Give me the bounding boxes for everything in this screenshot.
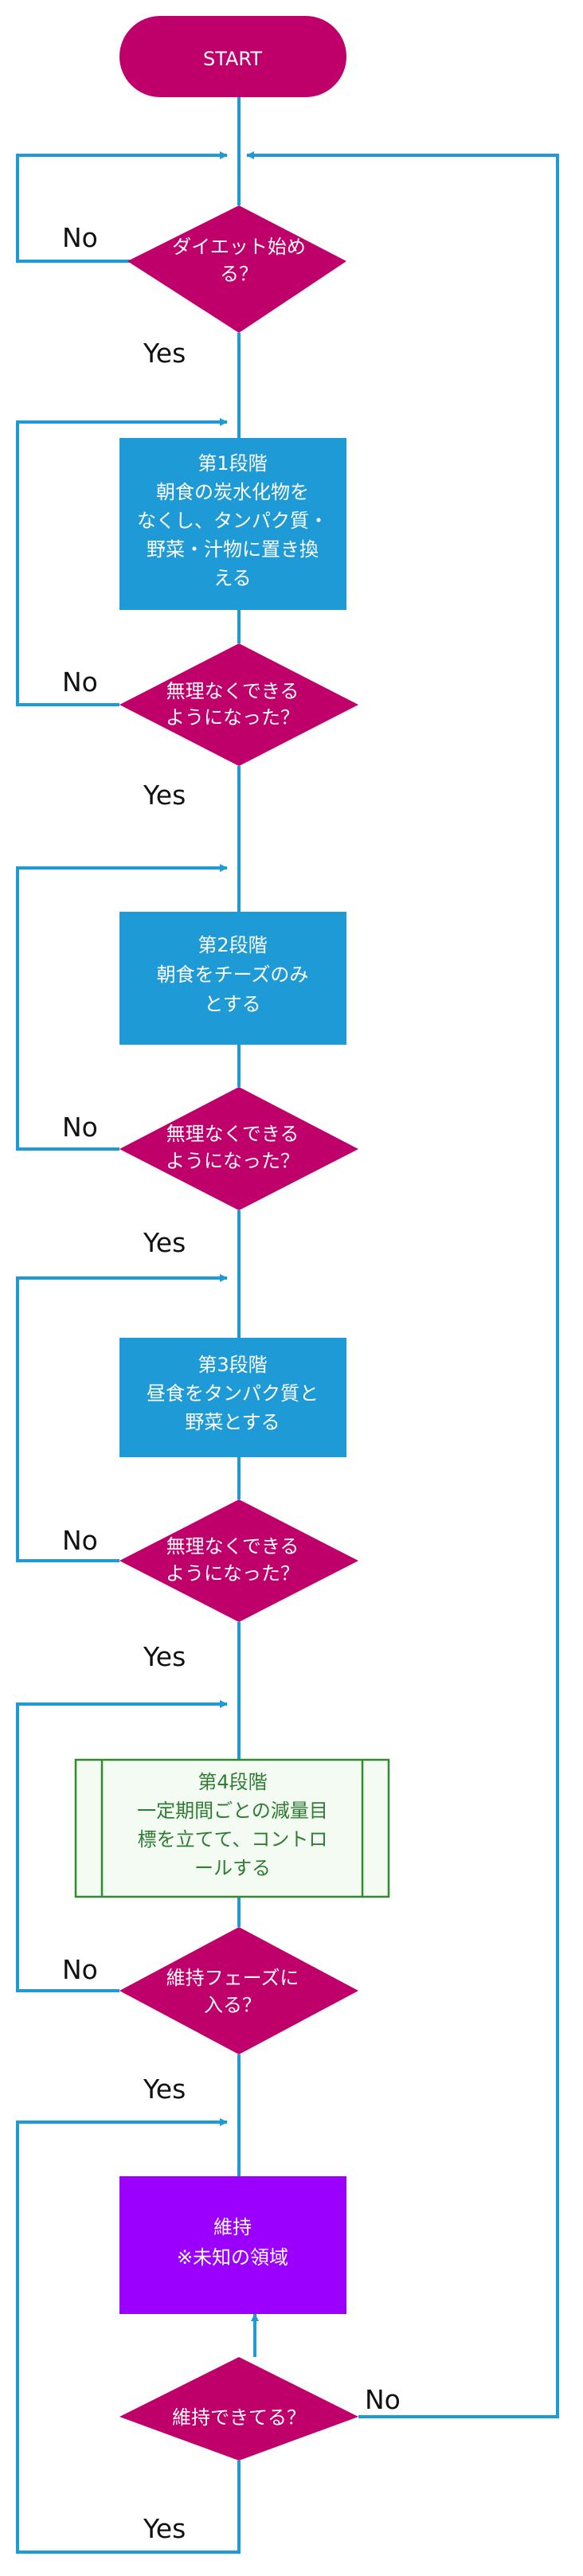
step2-line1: 第2段階 (198, 934, 267, 956)
step1-line1: 第1段階 (198, 452, 267, 475)
step3-line3: 野菜とする (185, 1411, 280, 1433)
step1-line4: 野菜・汁物に置き換 (147, 538, 319, 561)
loop-yes-q5 (16, 2118, 241, 2554)
decision-q2-line2: ようになった？ (166, 1150, 299, 1172)
decision-q2-line1: 無理なくできる (166, 1123, 299, 1145)
step4-line2: 一定期間ごとの減量目 (137, 1800, 328, 1822)
step4-line4: ールする (194, 1857, 271, 1879)
label-no-q2: No (62, 1112, 98, 1143)
step4-line1: 第4段階 (198, 1771, 267, 1793)
process-step4 (74, 1758, 390, 1898)
label-no-q4: No (62, 1954, 98, 1985)
label-yes-q1: Yes (143, 780, 186, 811)
label-yes-q2: Yes (143, 1227, 186, 1258)
step2-line3: とする (204, 993, 260, 1015)
label-no-q5: No (365, 2384, 401, 2415)
process-maintain (119, 2176, 346, 2314)
decision-start-diet (127, 205, 346, 333)
decision-q4-line2: 入る？ (204, 1994, 261, 2016)
decision-q1-line2: ようになった？ (166, 706, 299, 729)
loop-no-q1 (16, 418, 228, 706)
step1-line2: 朝食の炭水化物を (156, 481, 309, 503)
decision-q5-line1: 維持できてる？ (172, 2406, 306, 2429)
decision-start-diet-line2: る？ (220, 263, 258, 285)
process-step2 (119, 912, 346, 1045)
process-step3 (119, 1338, 346, 1457)
decision-q4-line1: 維持フェーズに (166, 1967, 299, 1989)
step1-line5: える (213, 567, 251, 589)
label-no-q1: No (62, 666, 98, 698)
label-no-q3: No (62, 1525, 98, 1556)
step3-line2: 昼食をタンパク質と (147, 1382, 319, 1405)
decision-start-diet-line1: ダイエット始め (172, 236, 306, 258)
step1-line3: なくし、タンパク質・ (137, 510, 328, 532)
decision-q3 (119, 1499, 358, 1622)
decision-q4 (119, 1927, 358, 2054)
loop-no-q3 (16, 1274, 228, 1562)
label-yes-q3: Yes (143, 1641, 186, 1672)
label-yes-q5: Yes (143, 2513, 186, 2544)
loop-no-q2 (16, 864, 228, 1151)
loop-no-q5 (246, 151, 559, 2418)
decision-q1 (119, 643, 358, 766)
decision-q3-line1: 無理なくできる (166, 1535, 299, 1558)
label-yes-q0: Yes (143, 338, 186, 369)
step3-line1: 第3段階 (198, 1354, 267, 1376)
label-yes-q4: Yes (143, 2074, 186, 2105)
maintain-line2: ※未知の領域 (177, 2246, 288, 2269)
loop-no-q0 (16, 151, 228, 263)
decision-q2 (119, 1087, 358, 1210)
label-no-q0: No (62, 222, 98, 253)
step4-line3: 標を立てて、コントロ (138, 1828, 328, 1851)
step2-line2: 朝食をチーズのみ (157, 964, 309, 986)
maintain-line1: 維持 (213, 2216, 252, 2238)
loop-no-q4 (16, 1700, 228, 1992)
decision-q3-line2: ようになった？ (166, 1562, 299, 1585)
decision-q5 (119, 2357, 358, 2461)
process-step1 (119, 438, 346, 610)
start-label: START (203, 48, 262, 70)
decision-q1-line1: 無理なくできる (166, 680, 299, 702)
start-terminal (119, 16, 346, 97)
